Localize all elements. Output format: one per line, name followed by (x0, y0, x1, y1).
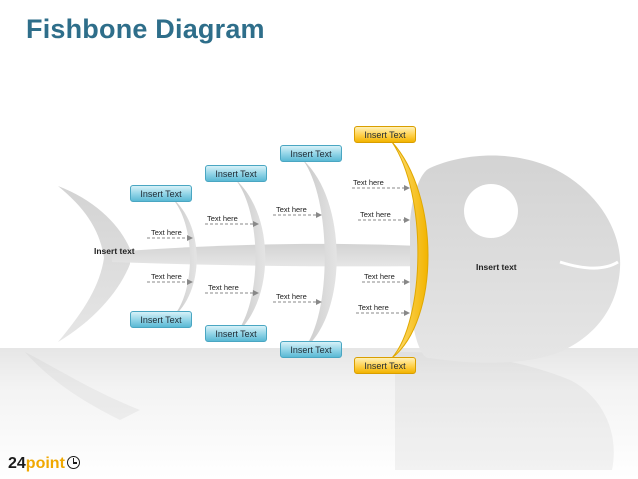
cause-tag[interactable]: Text here (353, 178, 384, 187)
top-cause-box-4[interactable]: Insert Text (354, 126, 416, 143)
cause-tag[interactable]: Text here (360, 210, 391, 219)
effect-label[interactable]: Insert text (476, 262, 517, 272)
clock-icon (67, 456, 80, 469)
cause-tag[interactable]: Text here (207, 214, 238, 223)
bottom-cause-box-1[interactable]: Insert Text (130, 311, 192, 328)
fish-head (410, 156, 620, 363)
cause-tag[interactable]: Text here (151, 228, 182, 237)
tail-label[interactable]: Insert text (94, 246, 135, 256)
fish-tail (58, 186, 130, 342)
cause-tag[interactable]: Text here (276, 205, 307, 214)
cause-tag[interactable]: Text here (151, 272, 182, 281)
fish-eye (464, 184, 518, 238)
top-cause-box-1[interactable]: Insert Text (130, 185, 192, 202)
bottom-cause-box-2[interactable]: Insert Text (205, 325, 267, 342)
top-cause-box-3[interactable]: Insert Text (280, 145, 342, 162)
fish-reflection (25, 352, 614, 470)
cause-tag[interactable]: Text here (208, 283, 239, 292)
bottom-cause-box-4[interactable]: Insert Text (354, 357, 416, 374)
logo-word: point (26, 455, 65, 472)
logo-number: 24 (8, 455, 26, 472)
fish-spine (112, 244, 440, 267)
bottom-cause-box-3[interactable]: Insert Text (280, 341, 342, 358)
cause-tag[interactable]: Text here (364, 272, 395, 281)
cause-tag[interactable]: Text here (358, 303, 389, 312)
brand-logo: 24point (8, 455, 80, 473)
cause-tag[interactable]: Text here (276, 292, 307, 301)
top-cause-box-2[interactable]: Insert Text (205, 165, 267, 182)
